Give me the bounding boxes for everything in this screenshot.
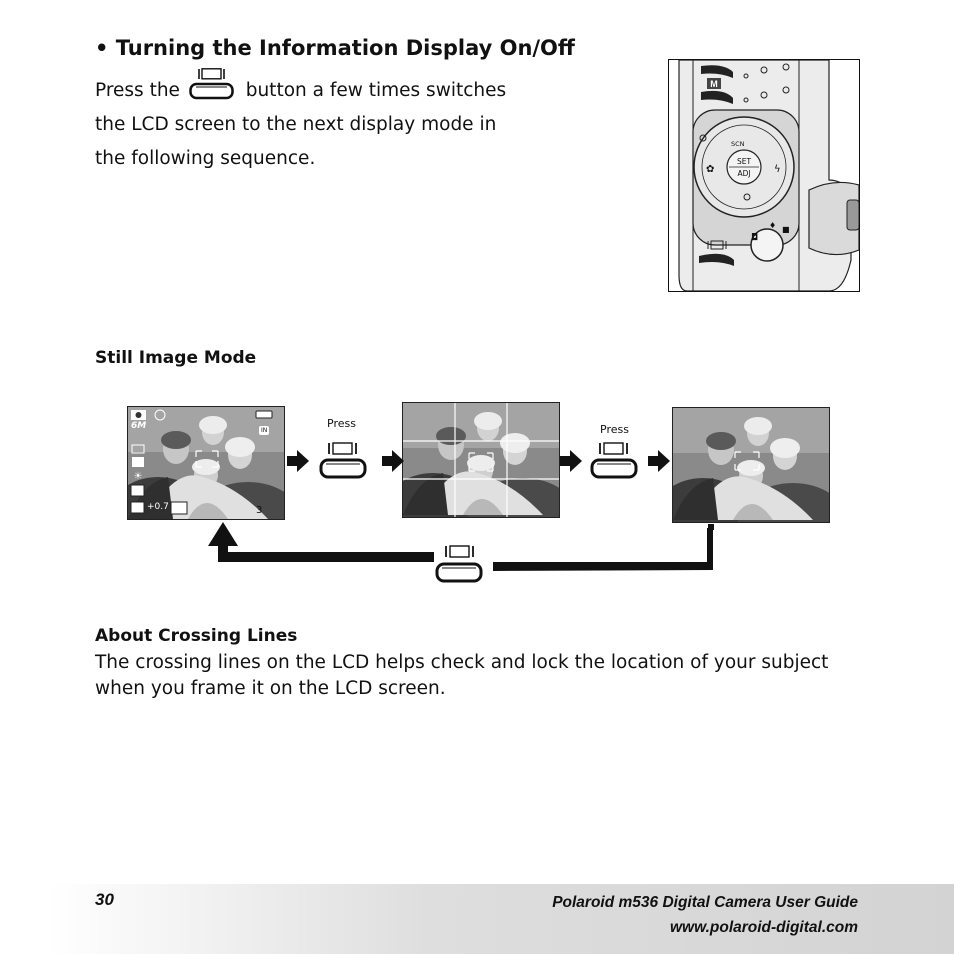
page-number: 30 [95,890,114,910]
display-button-icon [321,443,365,477]
website-link[interactable]: www.polaroid-digital.com [670,919,858,937]
arrow-right-icon [382,450,404,472]
svg-text:◘: ◘ [751,233,758,243]
display-button-icon [189,80,237,98]
intro-paragraph: Press the button a few times switches th… [95,74,575,176]
intro-text-part2: button a few times switches [246,80,506,101]
svg-text:ADJ: ADJ [737,169,750,178]
svg-text:♦: ♦ [769,221,776,230]
flow-diagram [0,390,954,590]
intro-text-line3: the following sequence. [95,148,315,169]
press-label-2: Press [600,423,629,436]
svg-text:M: M [710,79,718,89]
about-heading: About Crossing Lines [95,626,297,646]
about-body: The crossing lines on the LCD helps chec… [95,650,875,702]
intro-text-line2: the LCD screen to the next display mode … [95,114,496,135]
svg-text:SET: SET [737,157,751,166]
arrow-right-icon [560,450,582,472]
svg-text:✿: ✿ [706,164,714,175]
camera-back-illustration: M SET ADJ SCN ✿ ϟ ◘ ♦ [668,59,860,292]
still-image-mode-heading: Still Image Mode [95,348,256,368]
arrow-right-icon [648,450,670,472]
display-button-icon [592,443,636,477]
section-heading: • Turning the Information Display On/Off [95,36,575,60]
intro-text-part1: Press the [95,80,180,101]
guide-title: Polaroid m536 Digital Camera User Guide [552,894,858,912]
arrow-right-icon [287,450,309,472]
svg-text:ϟ: ϟ [774,164,781,175]
svg-text:■: ■ [782,225,790,234]
press-label-1: Press [327,417,356,430]
svg-text:SCN: SCN [731,140,745,148]
display-button-icon [437,546,481,581]
